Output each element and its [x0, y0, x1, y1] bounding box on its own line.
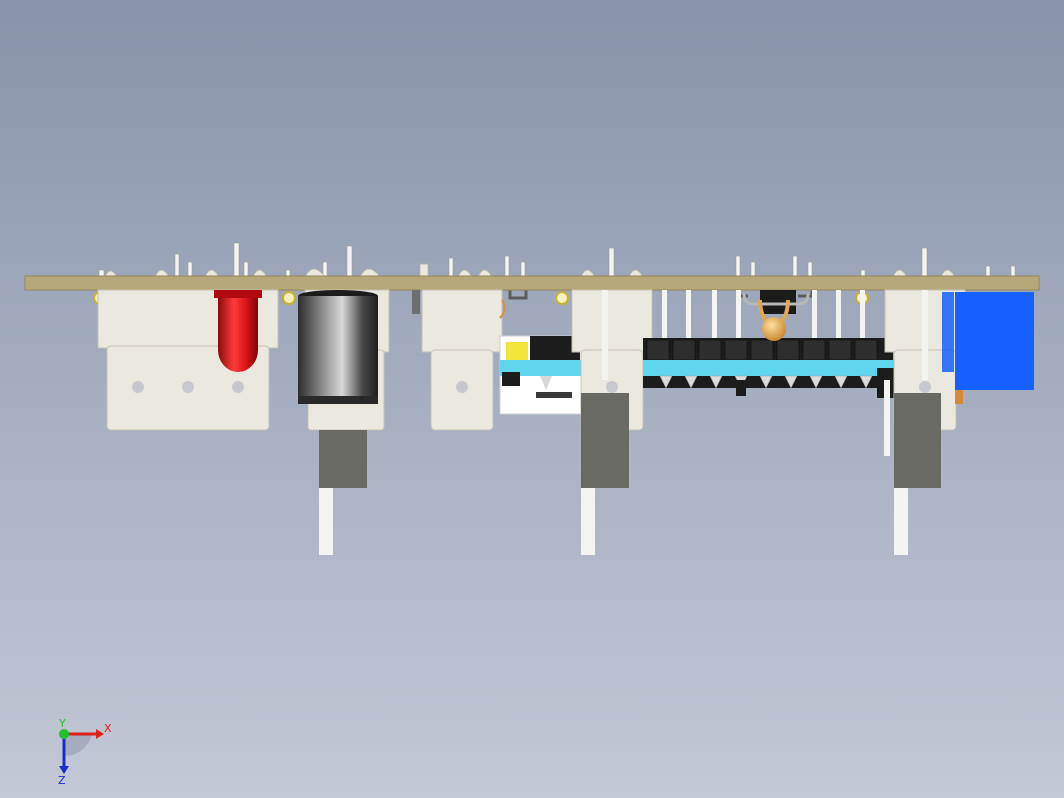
top-pins: [98, 242, 1016, 285]
connector-hole: [182, 381, 194, 393]
connector-hole: [606, 381, 618, 393]
pin-header-left: [319, 430, 367, 555]
pin-header-center: [581, 393, 629, 555]
connector-hole: [232, 381, 244, 393]
x-axis-label: X: [104, 722, 112, 735]
y-axis-icon: [59, 729, 69, 739]
axis-triad[interactable]: X Y Z: [44, 716, 124, 786]
connector-mid-1pin[interactable]: [412, 289, 506, 431]
led-red[interactable]: [214, 290, 262, 372]
electrolytic-capacitor[interactable]: [298, 289, 390, 431]
y-axis-label: Y: [58, 717, 66, 730]
potentiometer-blue[interactable]: [942, 292, 1034, 404]
pcb-board[interactable]: [24, 275, 1040, 291]
triad-arc: [64, 734, 92, 757]
connector-hole: [132, 381, 144, 393]
transistor[interactable]: [742, 290, 810, 341]
small-ic-module: [499, 335, 583, 415]
pin-header-right: [894, 393, 941, 555]
header-row[interactable]: [643, 290, 893, 396]
connector-hole: [456, 381, 468, 393]
connector-hole: [919, 381, 931, 393]
z-axis-label: Z: [58, 774, 66, 786]
